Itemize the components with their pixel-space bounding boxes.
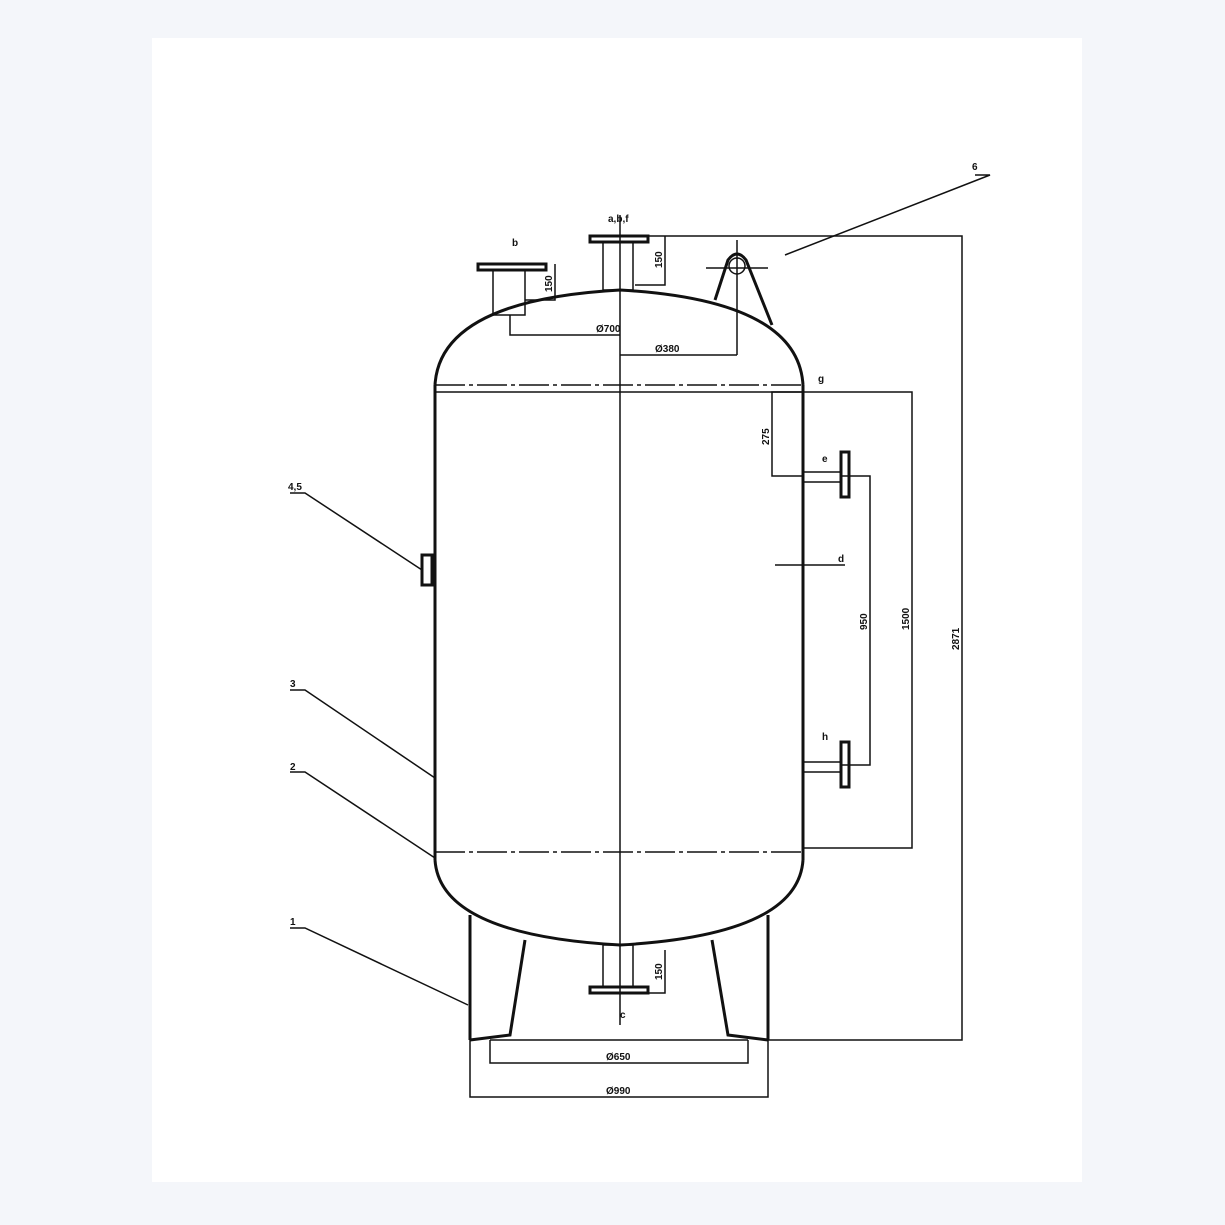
dim-1500: 1500	[901, 607, 912, 630]
dim-d650: Ø650	[606, 1052, 631, 1063]
label-h: h	[822, 732, 828, 743]
drawing-sheet	[152, 38, 1082, 1182]
label-item-3: 3	[290, 679, 296, 690]
label-top-nozzle: a,b,f	[608, 214, 629, 225]
dimension-lines	[469, 235, 963, 1098]
label-g: g	[818, 374, 824, 385]
label-item-1: 1	[290, 917, 296, 928]
vessel-body	[433, 215, 805, 1025]
side-nozzles	[420, 450, 851, 789]
label-item-45: 4,5	[288, 482, 302, 493]
support-legs	[468, 915, 770, 1042]
dim-950: 950	[859, 613, 870, 630]
dim-150-bottom: 150	[654, 963, 665, 980]
label-c: c	[620, 1010, 626, 1021]
label-item-2: 2	[290, 762, 296, 773]
top-nozzle	[476, 234, 650, 995]
dim-150-left: 150	[544, 275, 555, 292]
label-item-6: 6	[972, 162, 978, 173]
leader-lines	[290, 174, 991, 1006]
dim-d700: Ø700	[596, 324, 621, 335]
label-e: e	[822, 454, 828, 465]
dim-d380: Ø380	[655, 344, 680, 355]
label-d: d	[838, 554, 844, 565]
dim-275: 275	[761, 428, 772, 445]
label-left-nozzle: b	[512, 238, 518, 249]
dim-total-height: 2871	[951, 627, 962, 650]
dim-d990: Ø990	[606, 1086, 631, 1097]
dim-150-top: 150	[654, 251, 665, 268]
lifting-lug	[706, 240, 774, 355]
